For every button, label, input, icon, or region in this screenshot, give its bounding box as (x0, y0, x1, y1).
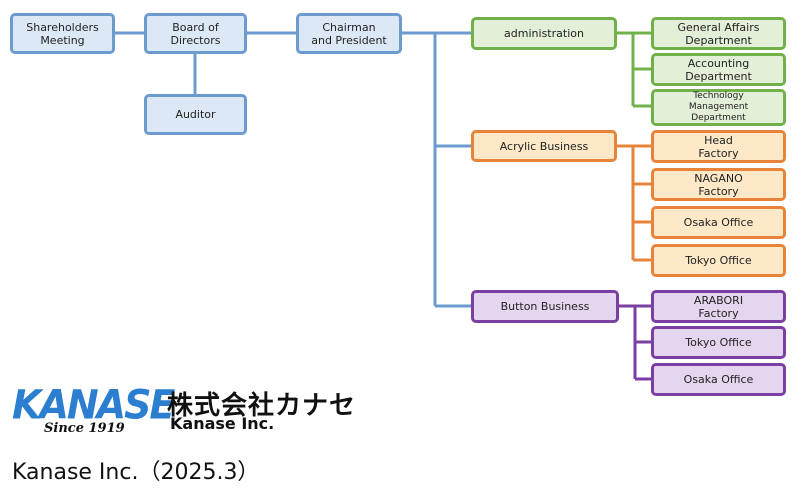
node-board-of-directors: Board of Directors (144, 13, 247, 54)
node-accounting: Accounting Department (651, 53, 786, 86)
node-button-business: Button Business (471, 290, 619, 323)
node-osaka-office-button: Osaka Office (651, 363, 786, 396)
node-acrylic-business: Acrylic Business (471, 130, 617, 162)
node-shareholders-meeting: Shareholders Meeting (10, 13, 115, 54)
logo-japanese-name: 株式会社カナセ (167, 391, 357, 421)
node-nagano-factory: NAGANO Factory (651, 168, 786, 201)
caption: Kanase Inc.（2025.3） (12, 460, 260, 485)
node-tokyo-office-button: Tokyo Office (651, 326, 786, 359)
node-technology-management: Technology Management Department (651, 89, 786, 126)
node-tokyo-office-acrylic: Tokyo Office (651, 244, 786, 277)
node-administration: administration (471, 17, 617, 50)
logo-english-name: Kanase Inc. (170, 414, 275, 433)
node-head-factory: Head Factory (651, 130, 786, 163)
node-auditor: Auditor (144, 94, 247, 135)
node-general-affairs: General Affairs Department (651, 17, 786, 50)
kanase-logo: KANASE (12, 381, 175, 429)
node-chairman-president: Chairman and President (296, 13, 402, 54)
logo-since: Since 1919 (44, 421, 125, 436)
node-arabori-factory: ARABORI Factory (651, 290, 786, 323)
node-osaka-office-acrylic: Osaka Office (651, 206, 786, 239)
